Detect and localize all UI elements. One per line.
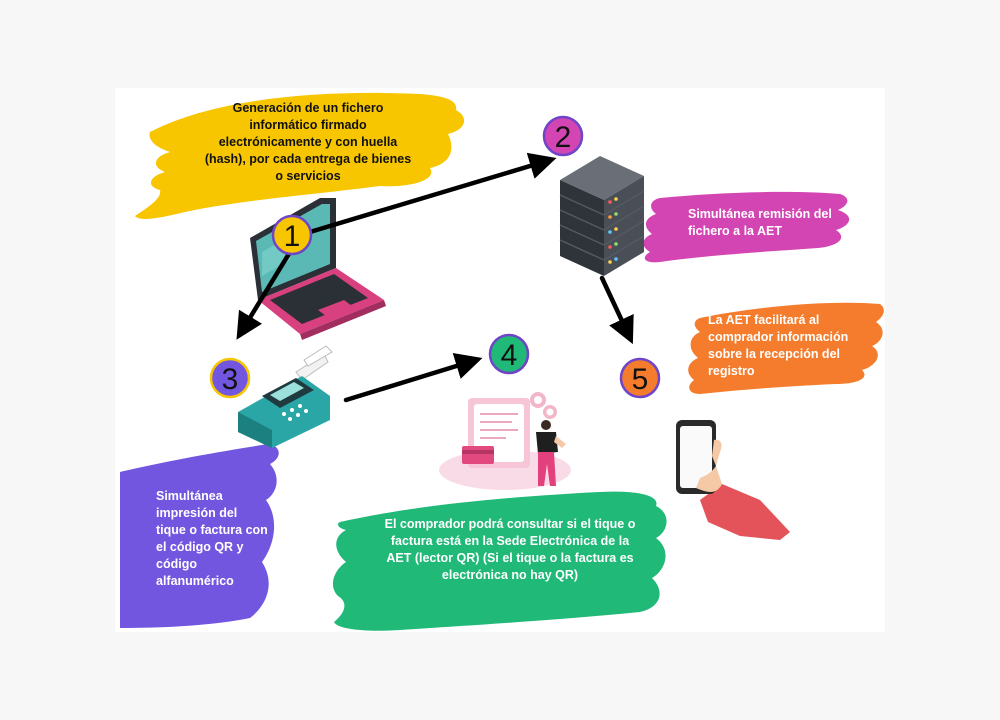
server-icon [559, 156, 645, 276]
arrow-1-to-3 [236, 249, 293, 340]
card-terminal-icon [238, 345, 333, 448]
step-badge-3: 3 [209, 357, 251, 399]
arrow-3-to-4 [343, 353, 483, 403]
step-2-description: Simultánea remisión del fichero a la AET [688, 207, 832, 238]
smartphone-in-hand-icon [676, 420, 790, 540]
brush-stroke-1 [135, 92, 465, 219]
step-5-description: La AET facilitará al comprador informaci… [708, 313, 849, 378]
connector-arrows [236, 152, 634, 403]
step-badge-2: 2 [542, 115, 584, 157]
step-4-description: El comprador podrá consultar si el tique… [384, 517, 636, 582]
step-badge-5: 5 [619, 357, 661, 399]
step-number-2: 2 [555, 121, 572, 154]
brush-stroke-3 [120, 444, 279, 628]
step-number-5: 5 [632, 363, 649, 396]
arrow-2-to-5 [599, 275, 634, 345]
step-badge-4: 4 [488, 333, 530, 375]
step-3-description: Simultánea impresión del tique o factura… [156, 489, 268, 588]
step-number-3: 3 [222, 363, 239, 396]
step-number-1: 1 [284, 220, 301, 253]
brush-stroke-2 [643, 191, 850, 263]
brush-stroke-4 [332, 491, 667, 631]
step-number-4: 4 [501, 339, 518, 372]
laptop-icon [250, 198, 386, 340]
arrow-1-to-2 [307, 152, 557, 235]
invoice-check-icon [439, 392, 571, 490]
brush-stroke-5 [688, 302, 884, 394]
step-1-description: Generación de un fichero informático fir… [204, 101, 412, 183]
step-badge-1: 1 [271, 214, 313, 256]
